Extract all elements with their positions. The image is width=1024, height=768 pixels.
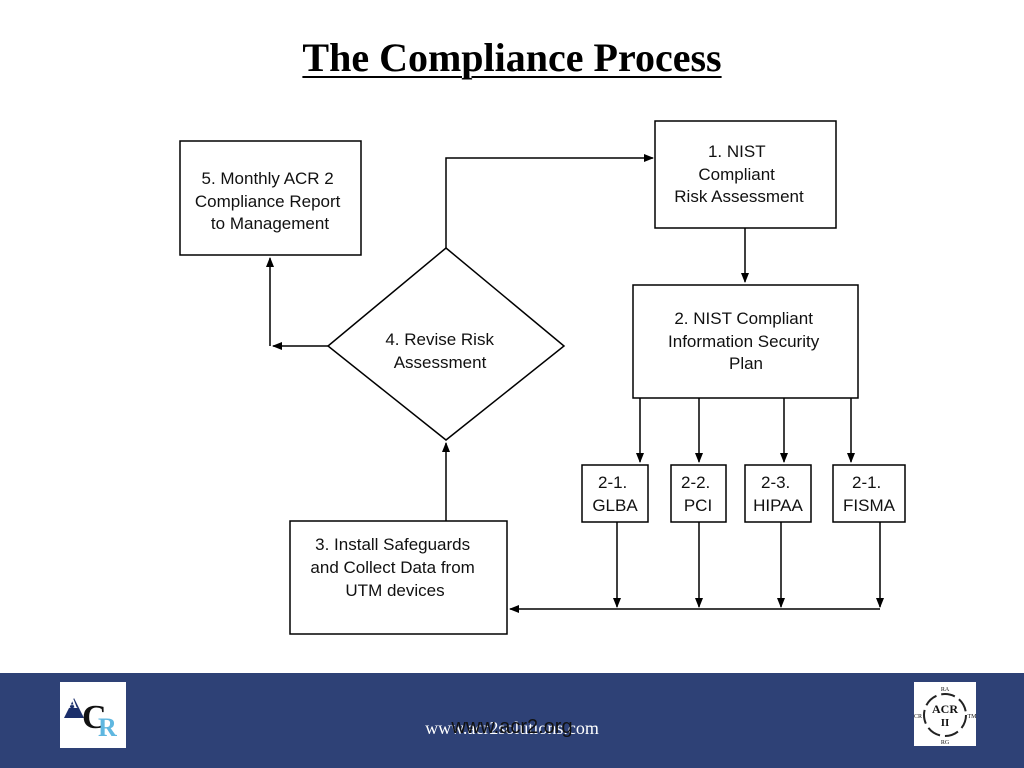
logo-letter-c: C [82, 699, 107, 736]
step2-label: 2. NIST Compliant Information Security P… [668, 309, 824, 373]
acr-logo-graphic: A C R [60, 682, 126, 748]
step3-label: 3. Install Safeguards and Collect Data f… [310, 535, 479, 600]
step2-line-3: Plan [729, 354, 763, 373]
step5-line-2: Compliance Report [195, 192, 341, 211]
footer-bar [0, 673, 1024, 768]
acr-ii-logo-right: ACR II RA TM RG CR [914, 682, 977, 746]
step1-label: 1. NIST Compliant Risk Assessment [674, 142, 804, 206]
step1-box [654, 120, 837, 229]
step3-line-2: and Collect Data from [310, 558, 474, 577]
acr-logo-left: A C R [60, 682, 126, 748]
glba-label: 2-1. GLBA [592, 473, 638, 515]
step4-diamond [326, 247, 566, 441]
glba-box [581, 464, 649, 523]
step1-line-1: 1. NIST [708, 142, 765, 161]
step3-line-3: UTM devices [345, 581, 444, 600]
footer-website-front[interactable]: www.acr2.org [451, 716, 573, 738]
hipaa-label: 2-3. HIPAA [753, 473, 803, 515]
logo-ring-ra: RA [941, 687, 950, 693]
hipaa-line-1: 2-3. [761, 473, 790, 492]
step5-line-1: 5. Monthly ACR 2 [201, 169, 333, 188]
logo-ii-text: II [941, 717, 950, 729]
step5-box [179, 140, 362, 256]
logo-ring-rg: RG [941, 740, 950, 746]
logo-letter-r: R [98, 713, 117, 742]
step1-line-2: Compliant [698, 165, 775, 184]
step1-line-3: Risk Assessment [674, 187, 804, 206]
slide-title-text: The Compliance Process [302, 35, 722, 80]
step5-label: 5. Monthly ACR 2 Compliance Report to Ma… [195, 169, 345, 233]
fisma-box [832, 464, 906, 523]
fisma-label: 2-1. FISMA [843, 473, 896, 515]
step4-line-2: Assessment [394, 353, 487, 372]
footer-website-back[interactable]: www.acr2solutions.com [425, 718, 599, 738]
glba-line-2: GLBA [592, 496, 638, 515]
acr-ii-logo-graphic: ACR II RA TM RG CR [914, 682, 977, 746]
step3-box [289, 520, 508, 635]
step4-label: 4. Revise Risk Assessment [385, 330, 498, 372]
step3-line-1: 3. Install Safeguards [315, 535, 470, 554]
logo-ring-cr: CR [914, 714, 922, 720]
hipaa-box [744, 464, 812, 523]
step2-line-1: 2. NIST Compliant [674, 309, 813, 328]
fisma-line-1: 2-1. [852, 473, 881, 492]
arrow-diamond-to-step1 [445, 154, 654, 248]
hipaa-line-2: HIPAA [753, 496, 803, 515]
logo-letter-a: A [68, 696, 78, 711]
pci-box [670, 464, 727, 523]
slide-title: The Compliance Process [0, 34, 1024, 81]
compliance-flowchart: 5. Monthly ACR 2 Compliance Report to Ma… [179, 120, 906, 635]
pci-line-2: PCI [684, 496, 712, 515]
step2-box [632, 284, 859, 399]
fisma-line-2: FISMA [843, 496, 896, 515]
pci-label: 2-2. PCI [681, 473, 715, 515]
glba-line-1: 2-1. [598, 473, 627, 492]
logo-acr-text: ACR [932, 702, 958, 716]
pci-line-1: 2-2. [681, 473, 710, 492]
step2-line-2: Information Security [668, 332, 820, 351]
step5-line-3: to Management [211, 214, 329, 233]
step4-line-1: 4. Revise Risk [385, 330, 494, 349]
logo-ring-tm: TM [968, 714, 977, 720]
